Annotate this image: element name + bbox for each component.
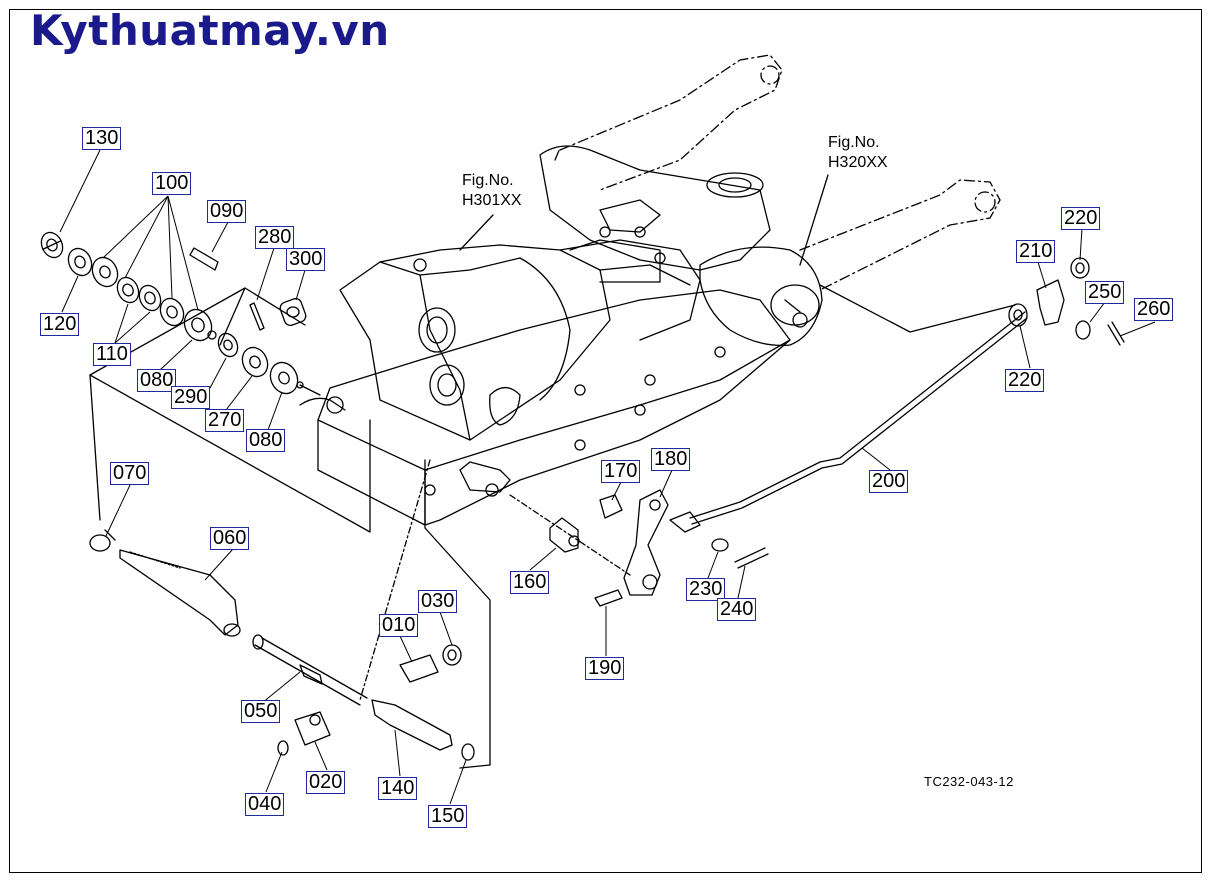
part-label-130: 130 [82,127,122,150]
figure-code: TC232-043-12 [924,774,1014,789]
part-label-050: 050 [241,700,281,723]
label-leaders [59,149,1156,805]
part-label-260: 260 [1134,298,1174,321]
hydraulic-housing [299,145,823,526]
middle-linkage [509,489,769,607]
part-label-120: 120 [40,313,80,336]
part-label-300: 300 [286,248,326,271]
fig-ref-line2: H301XX [462,192,522,209]
part-label-160: 160 [510,571,550,594]
part-label-030: 030 [418,590,458,613]
part-label-040: 040 [245,793,285,816]
part-label-150: 150 [428,805,468,828]
part-label-010: 010 [379,614,419,637]
part-label-230: 230 [686,578,726,601]
part-label-180: 180 [651,448,691,471]
rod-200 [689,311,1028,525]
part-label-290: 290 [171,386,211,409]
part-label-210: 210 [1016,240,1056,263]
part-label-250: 250 [1085,281,1125,304]
fig-ref-line1: Fig.No. [828,134,880,151]
lift-arm-outline [554,54,1001,291]
fig-ref-h320: Fig.No. H320XX [828,133,888,173]
fig-ref-h301: Fig.No. H301XX [462,171,522,211]
part-label-020: 020 [306,771,346,794]
part-label-270: 270 [205,409,245,432]
part-label-080: 080 [246,429,286,452]
part-label-070: 070 [110,462,150,485]
part-label-190: 190 [585,657,625,680]
left-part-stack [40,231,371,541]
part-label-080: 080 [137,369,177,392]
shaft-060 [89,534,241,637]
part-label-280: 280 [255,226,295,249]
fig-ref-line2: H320XX [828,154,888,171]
fig-ref-line1: Fig.No. [462,172,514,189]
part-label-200: 200 [869,470,909,493]
lower-shaft-050 [252,459,491,769]
part-label-110: 110 [93,343,131,366]
part-label-220: 220 [1005,369,1045,392]
part-label-170: 170 [601,460,641,483]
site-watermark: Kythuatmay.vn [30,6,390,55]
part-label-090: 090 [207,200,247,223]
part-label-220: 220 [1061,207,1101,230]
part-label-060: 060 [210,527,250,550]
part-label-240: 240 [717,598,757,621]
diagram-frame [9,9,1202,873]
part-label-140: 140 [378,777,418,800]
part-label-100: 100 [152,172,192,195]
